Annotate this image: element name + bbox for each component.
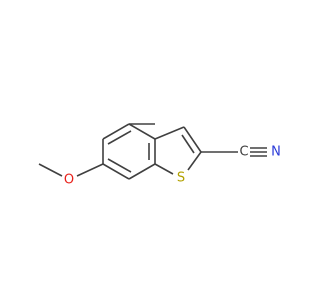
atom-label-layer: S C N O [64,145,281,188]
sulfur-label: S [177,171,185,186]
molecule-structure: S C N O [38,123,281,188]
bond-c2-s1 [187,151,202,171]
bond-s1-c7a [154,163,174,175]
nitrile-carbon-label: C [239,145,248,160]
oxygen-label: O [64,173,74,188]
bond-layer [38,123,267,180]
bond-o-ch3 [38,163,63,177]
bond-c4-c5-inner [107,130,132,145]
bond-c6-o [76,163,104,177]
bond-c7-c7a [128,163,156,180]
bond-c3a-c3 [154,126,185,140]
bond-c6-c7 [102,163,130,180]
bond-c3-c2 [183,126,202,153]
bond-c4-c5 [102,123,130,140]
bond-c3-c2-inner [181,134,195,154]
bond-c3a-c4-top [128,123,156,140]
bond-c6-c7-inner [107,158,132,173]
nitrogen-label: N [271,145,281,160]
